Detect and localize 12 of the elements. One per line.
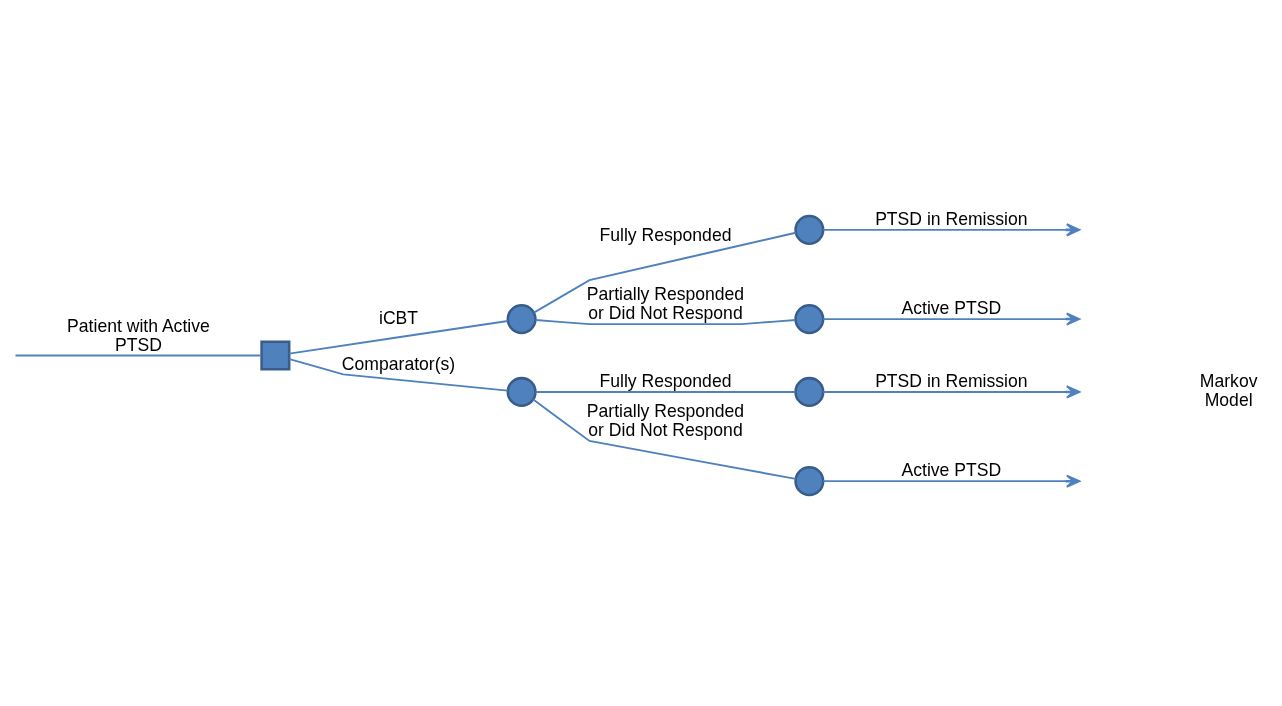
edge-label: Patient with Active PTSD (67, 315, 210, 355)
edge-label: iCBT (378, 308, 419, 329)
edge-label: Active PTSD (901, 298, 1002, 319)
edge-label: PTSD in Remission (875, 209, 1028, 230)
edge-label: PTSD in Remission (875, 371, 1028, 392)
edge-label: Fully Responded (599, 371, 732, 392)
edge-label: Partially Responded or Did Not Respond (586, 401, 745, 441)
edge-label: Fully Responded (599, 225, 732, 246)
edge-label: Active PTSD (901, 460, 1002, 481)
edge-label: Partially Responded or Did Not Respond (586, 284, 745, 324)
edge-label: Comparator(s) (341, 353, 456, 374)
label: Markov Model (1199, 371, 1258, 411)
